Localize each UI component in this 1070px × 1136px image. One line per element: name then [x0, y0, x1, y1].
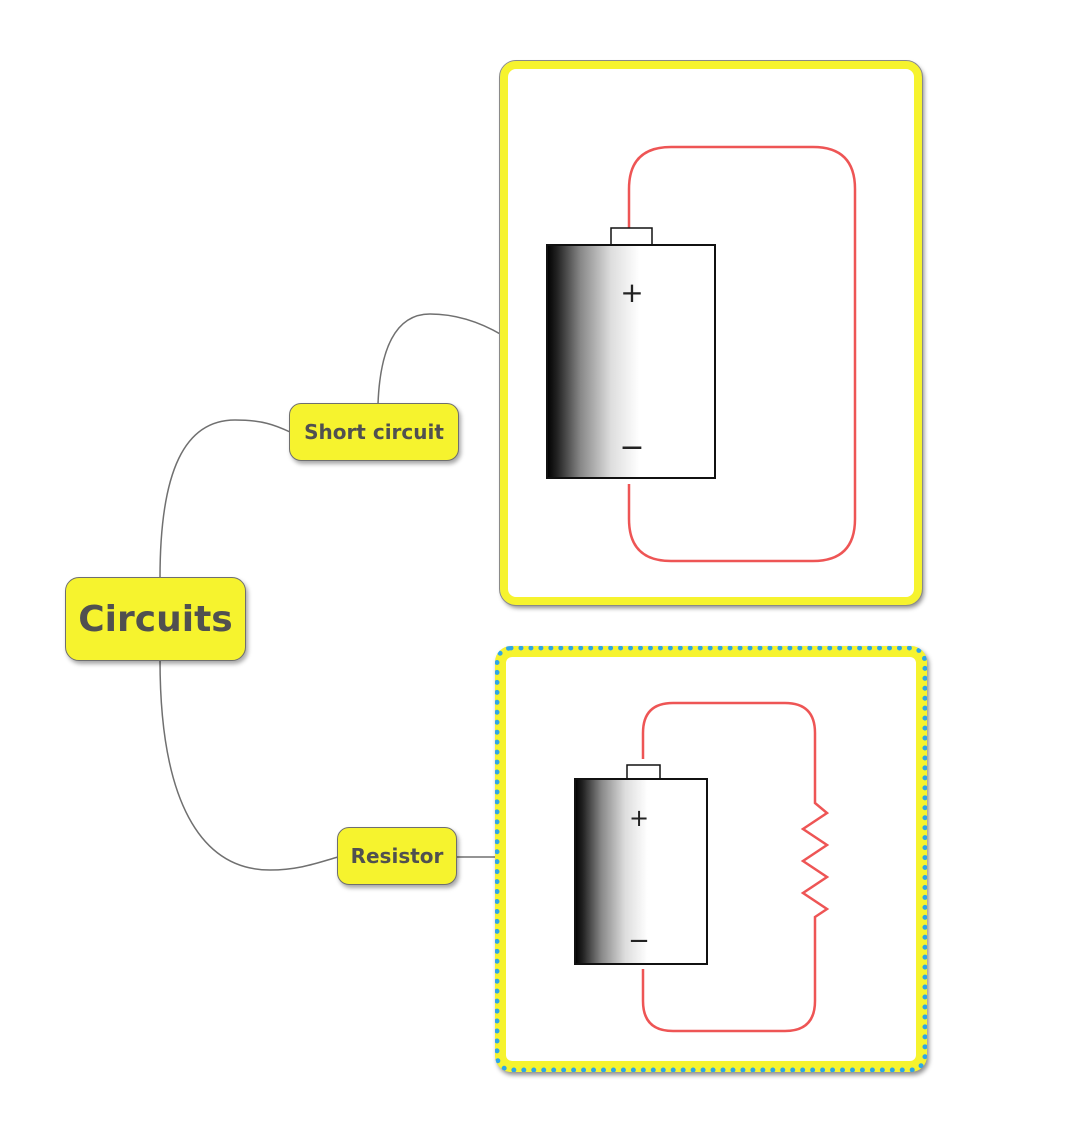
connector-short-card: [377, 313, 503, 405]
wire: [641, 701, 830, 1033]
plus-sign: +: [620, 276, 643, 309]
connector-root-resistor: [159, 659, 339, 871]
central-topic-label: Circuits: [78, 598, 233, 640]
minus-sign: −: [628, 926, 650, 956]
resistor-image-frame: + −: [506, 657, 916, 1061]
battery-terminal: [610, 227, 653, 246]
topic-label: Short circuit: [304, 420, 444, 444]
topic-label: Resistor: [350, 844, 444, 868]
connector-root-short: [159, 419, 291, 579]
resistor-image-card[interactable]: + −: [495, 646, 927, 1072]
battery-body: [546, 244, 716, 479]
central-topic-node[interactable]: Circuits: [65, 577, 246, 661]
battery-terminal: [626, 764, 661, 780]
short-circuit-image-card[interactable]: + −: [499, 60, 923, 606]
resistor-circuit-figure: + −: [574, 701, 830, 1033]
plus-sign: +: [629, 804, 649, 832]
short-circuit-figure: + −: [546, 145, 857, 563]
topic-node-short-circuit[interactable]: Short circuit: [289, 403, 459, 461]
minus-sign: −: [619, 430, 644, 465]
battery-body: [574, 778, 708, 965]
topic-node-resistor[interactable]: Resistor: [337, 827, 457, 885]
wire: [627, 145, 857, 563]
